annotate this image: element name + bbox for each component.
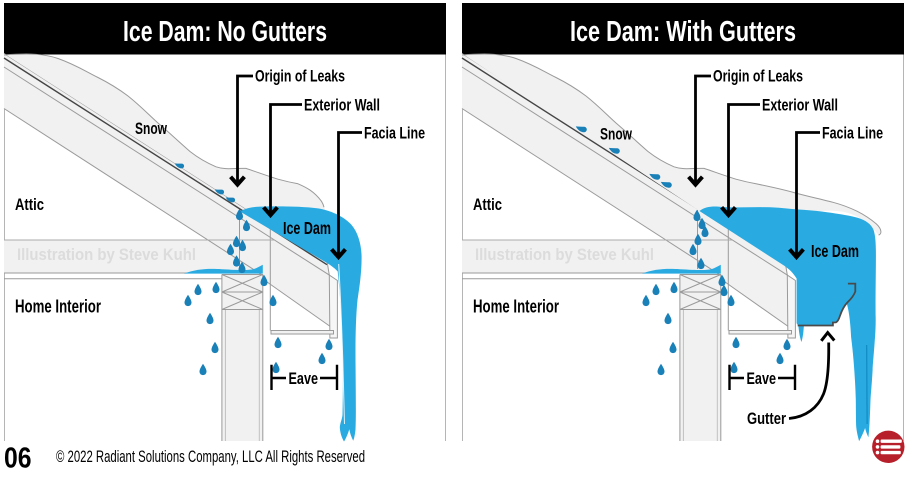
svg-text:Ice Dam: With Gutters: Ice Dam: With Gutters [570,16,796,48]
svg-text:Ice Dam: Ice Dam [811,241,859,261]
svg-text:Gutter: Gutter [747,409,786,428]
svg-text:Ice Dam: No Gutters: Ice Dam: No Gutters [123,16,327,48]
svg-text:Snow: Snow [135,119,168,138]
svg-text:Ice Dam: Ice Dam [283,218,331,238]
svg-text:06: 06 [4,443,32,475]
svg-text:Snow: Snow [600,125,633,144]
svg-text:© 2022 Radiant Solutions Compa: © 2022 Radiant Solutions Company, LLC Al… [56,448,365,466]
